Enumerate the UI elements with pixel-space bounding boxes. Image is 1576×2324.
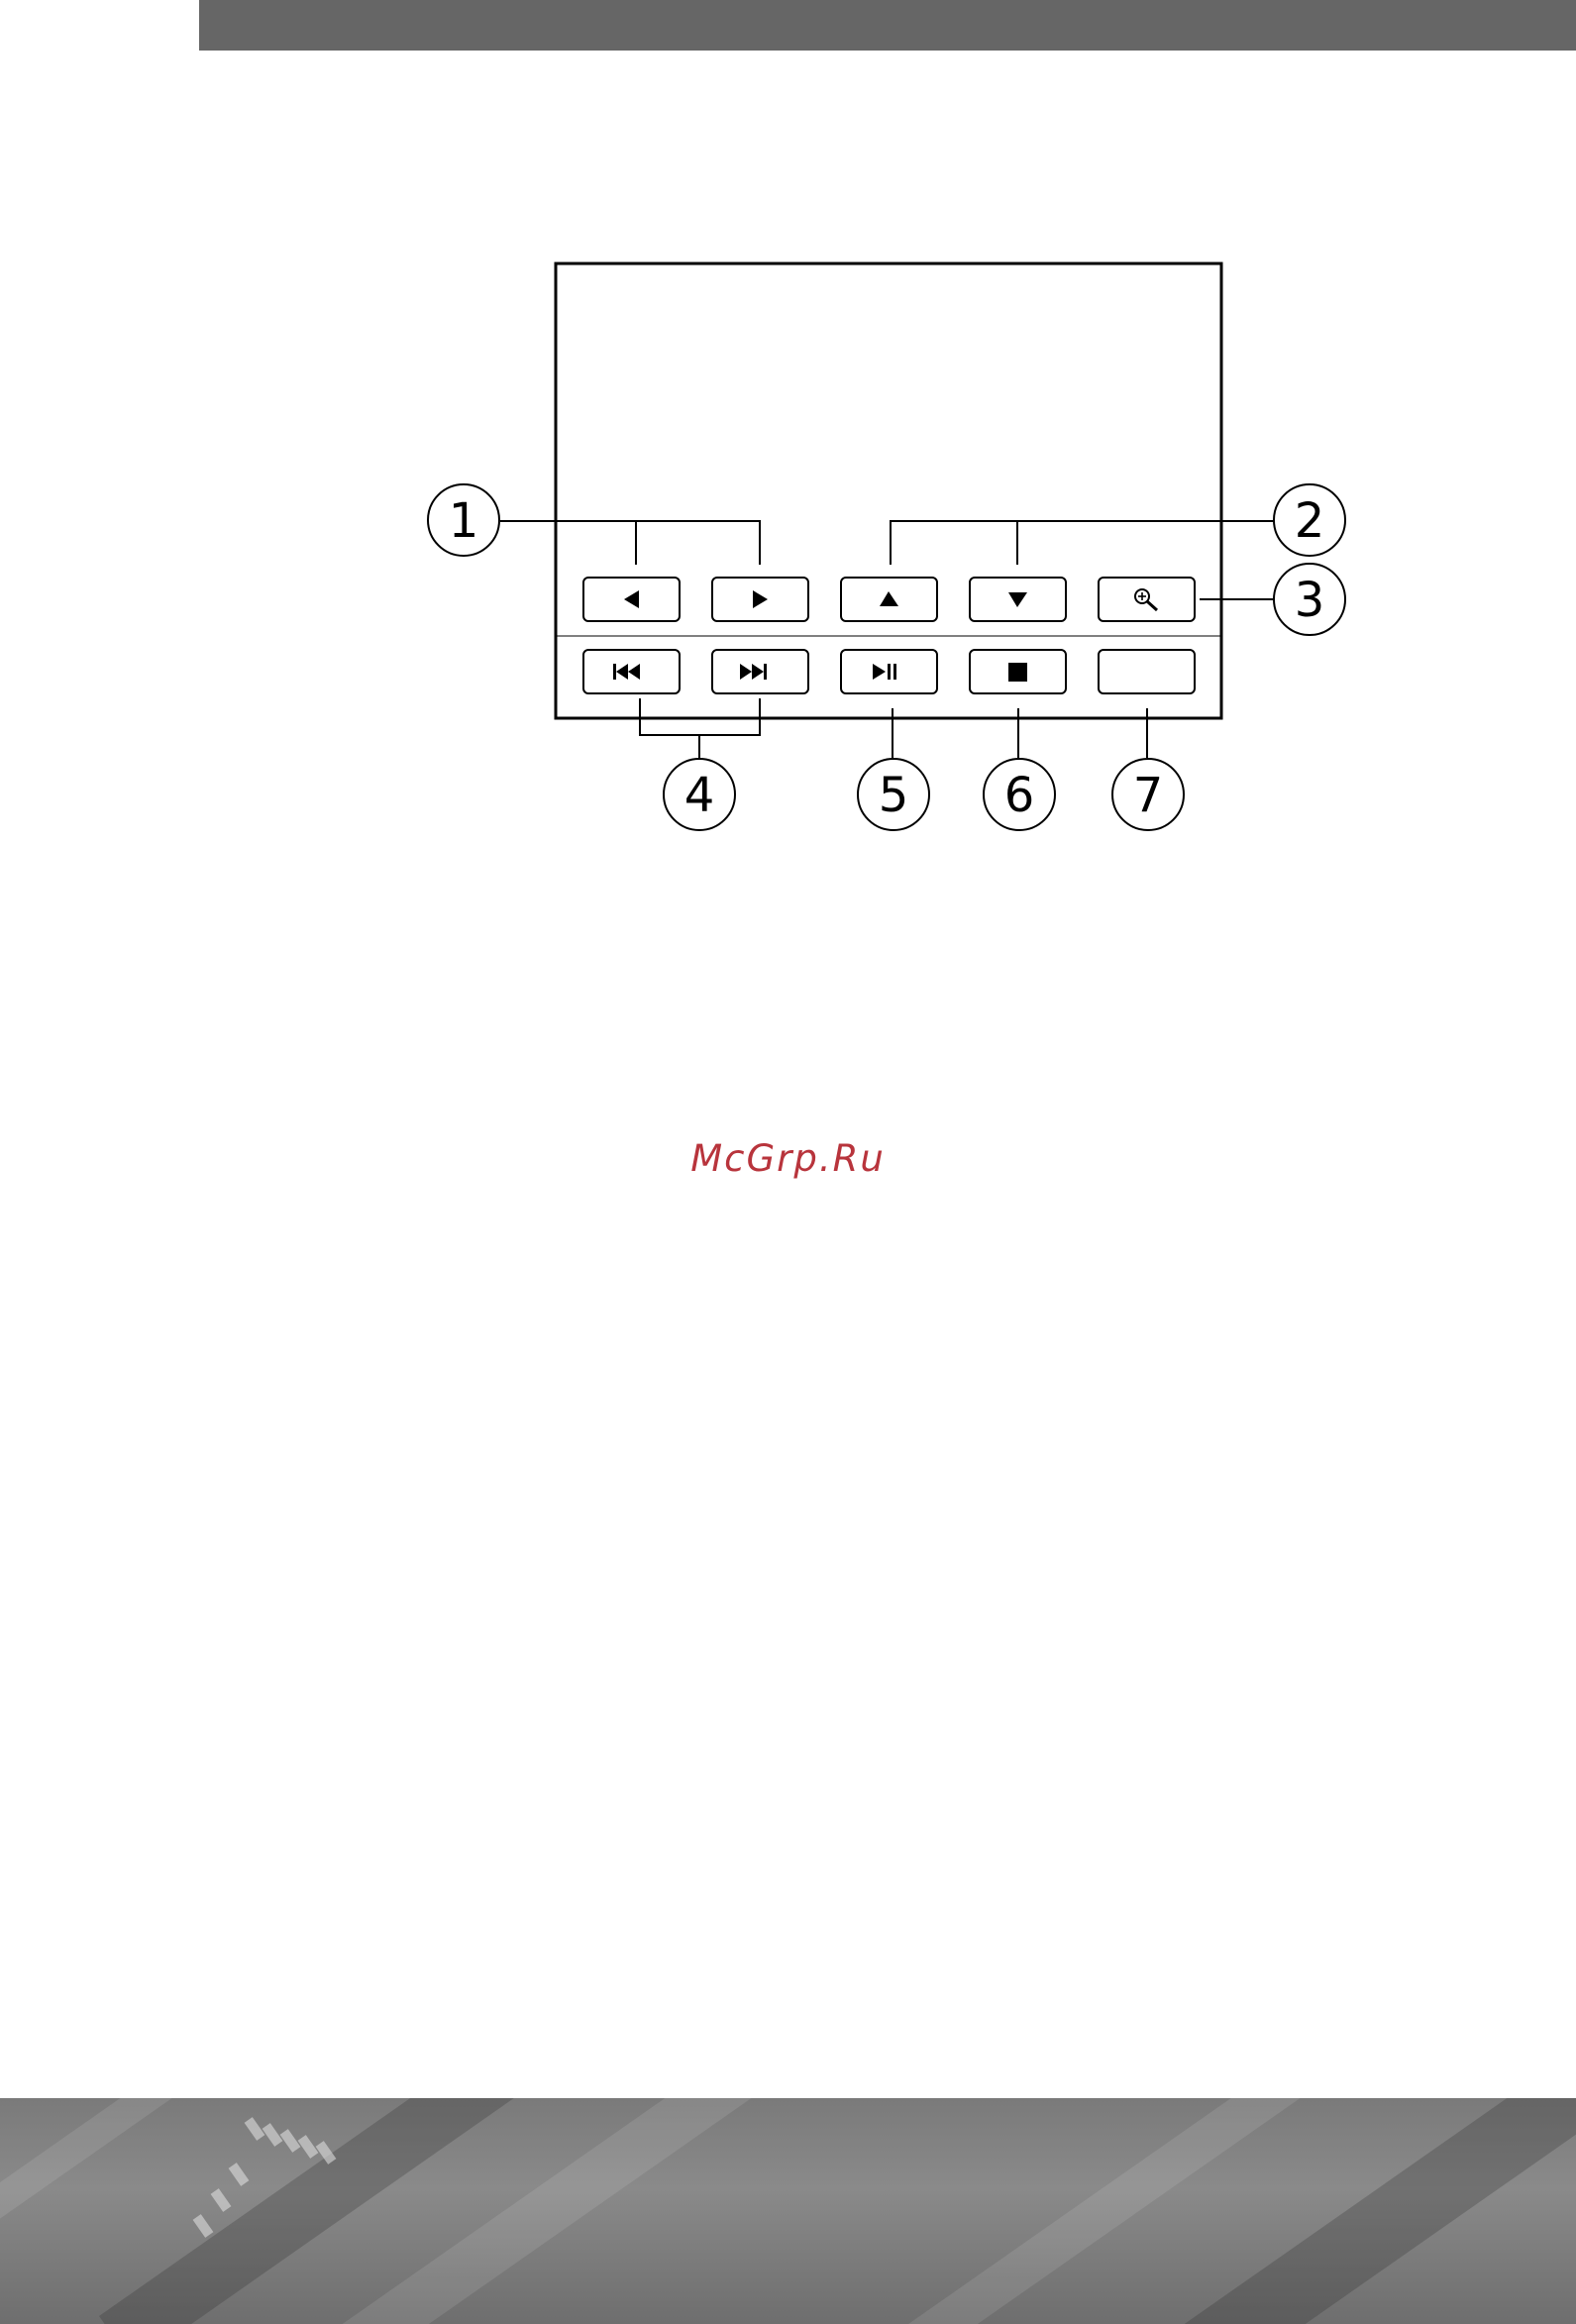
stop-icon <box>1008 663 1027 682</box>
zoom-button[interactable] <box>1099 578 1195 621</box>
previous-track-button[interactable] <box>583 650 680 693</box>
right-button[interactable] <box>712 578 808 621</box>
next-track-button[interactable] <box>712 650 808 693</box>
leader-lines <box>500 521 1277 758</box>
callout-3-label: 3 <box>1295 573 1325 628</box>
callout-4-label: 4 <box>684 768 715 823</box>
callout-1-label: 1 <box>449 493 479 549</box>
stop-button[interactable] <box>970 650 1066 693</box>
watermark: McGrp.Ru <box>0 1137 1576 1180</box>
callout-6-label: 6 <box>1004 768 1035 823</box>
down-button[interactable] <box>970 578 1066 621</box>
callout-2-label: 2 <box>1295 493 1325 549</box>
footer-band <box>0 2098 1576 2324</box>
callout-5-label: 5 <box>879 768 909 823</box>
callout-7-label: 7 <box>1133 768 1164 823</box>
up-button[interactable] <box>841 578 937 621</box>
left-button[interactable] <box>583 578 680 621</box>
blank-button[interactable] <box>1099 650 1195 693</box>
remote-panel-diagram: 1 2 3 4 5 6 7 <box>0 0 1576 892</box>
play-pause-button[interactable] <box>841 650 937 693</box>
